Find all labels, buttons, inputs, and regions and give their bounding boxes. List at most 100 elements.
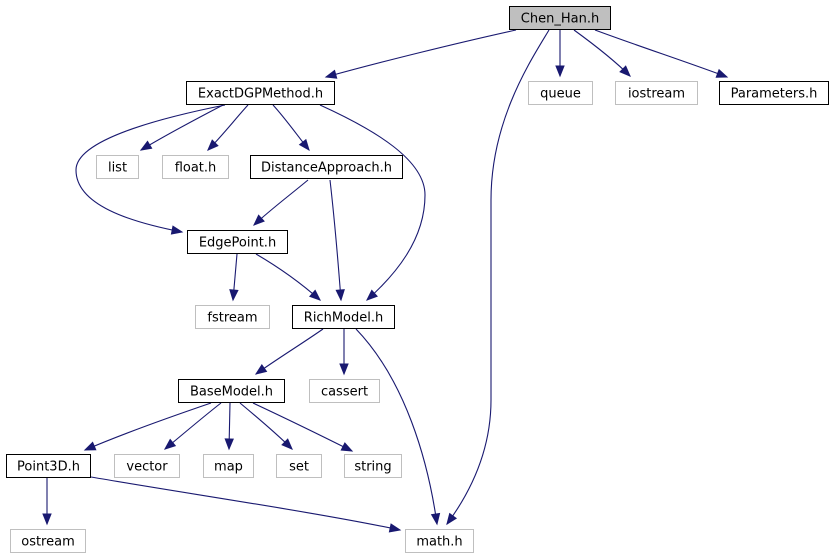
node-box (178, 379, 285, 403)
edge-line (164, 402, 222, 450)
arrowhead-icon (253, 214, 265, 226)
node-box (719, 81, 829, 105)
node-map: map (203, 454, 254, 478)
edge-distance-to-edgepoint (253, 179, 309, 226)
arrowhead-icon (224, 438, 234, 451)
node-box (309, 379, 380, 403)
node-label: string (354, 460, 391, 475)
edge-basemodel-to-map (224, 402, 234, 451)
node-point3d[interactable]: Point3D.h (6, 454, 91, 478)
edge-line (355, 328, 438, 525)
arrowhead-icon (335, 289, 345, 302)
edge-richmodel-to-cassert (339, 329, 349, 376)
edge-line (255, 328, 324, 375)
node-label: float.h (175, 161, 217, 176)
node-list: list (96, 155, 139, 179)
edge-richmodel-to-math (355, 328, 441, 526)
node-box (344, 454, 402, 478)
arrowhead-icon (229, 289, 239, 302)
arrowhead-icon (340, 442, 354, 452)
arrowhead-icon (254, 364, 268, 375)
node-box (615, 81, 698, 105)
edge-line (255, 253, 321, 301)
node-richmodel[interactable]: RichModel.h (292, 305, 395, 329)
edges-layer (42, 29, 729, 533)
edge-edgepoint-to-fstream (229, 253, 239, 302)
node-label: list (108, 161, 127, 176)
node-distance[interactable]: DistanceApproach.h (250, 155, 403, 179)
edge-chen_han-to-iostream (573, 29, 631, 77)
node-box (405, 529, 474, 553)
edge-exactdgp-to-float (207, 104, 249, 151)
arrowhead-icon (308, 289, 322, 301)
edge-line (573, 29, 631, 77)
node-basemodel[interactable]: BaseModel.h (178, 379, 285, 403)
node-label: cassert (321, 385, 368, 400)
edge-line (253, 179, 309, 226)
node-box (528, 81, 593, 105)
edge-line (75, 104, 226, 233)
arrowhead-icon (430, 512, 441, 526)
node-label: RichModel.h (304, 311, 383, 326)
edge-distance-to-richmodel (329, 179, 345, 302)
edge-basemodel-to-vector (163, 402, 222, 450)
edge-line (594, 29, 728, 78)
arrowhead-icon (42, 513, 52, 526)
node-exactdgp[interactable]: ExactDGPMethod.h (186, 81, 335, 105)
edge-chen_han-to-queue (555, 30, 565, 78)
edge-chen_han-to-exactdgp (324, 29, 517, 79)
edge-point3d-to-ostream (42, 478, 52, 526)
node-math: math.h (405, 529, 474, 553)
edge-basemodel-to-string (252, 402, 354, 452)
arrowhead-icon (324, 69, 338, 79)
arrowhead-icon (388, 523, 402, 533)
node-cassert: cassert (309, 379, 380, 403)
node-label: ExactDGPMethod.h (198, 87, 323, 102)
arrowhead-icon (339, 363, 349, 376)
arrowhead-icon (163, 438, 177, 450)
node-label: map (214, 460, 243, 475)
node-box (195, 305, 270, 329)
edge-exactdgp-to-richmodel (319, 104, 426, 301)
arrowhead-icon (298, 138, 310, 152)
node-box (250, 155, 403, 179)
node-edgepoint[interactable]: EdgePoint.h (187, 230, 288, 254)
node-label: ostream (21, 535, 75, 550)
edge-line (252, 402, 353, 452)
node-chen_han[interactable]: Chen_Han.h (509, 6, 611, 30)
node-queue: queue (528, 81, 593, 105)
node-label: set (289, 460, 309, 475)
node-box (509, 6, 611, 30)
node-box (276, 454, 322, 478)
edge-exactdgp-to-edgepoint (75, 104, 226, 235)
arrowhead-icon (281, 438, 293, 450)
node-label: Chen_Han.h (521, 12, 599, 27)
edge-line (329, 179, 342, 301)
node-set: set (276, 454, 322, 478)
node-box (187, 230, 288, 254)
node-float: float.h (162, 155, 229, 179)
node-label: Parameters.h (731, 87, 818, 102)
arrowhead-icon (83, 441, 97, 451)
node-parameters[interactable]: Parameters.h (719, 81, 829, 105)
edge-basemodel-to-point3d (83, 402, 212, 451)
node-box (10, 529, 86, 553)
arrowhead-icon (715, 68, 729, 78)
node-box (292, 305, 395, 329)
edge-point3d-to-math (90, 476, 402, 533)
arrowhead-icon (139, 140, 153, 151)
edge-line (90, 476, 401, 531)
arrowhead-icon (619, 65, 631, 77)
arrowhead-icon (170, 225, 184, 235)
edge-line (446, 29, 550, 525)
arrowhead-icon (365, 289, 378, 301)
edge-richmodel-to-basemodel (254, 328, 324, 375)
edge-line (84, 402, 212, 451)
edge-edgepoint-to-richmodel (255, 253, 322, 301)
edge-exactdgp-to-list (139, 104, 224, 151)
edge-chen_han-to-math (446, 29, 550, 526)
node-label: iostream (628, 87, 685, 102)
node-box (6, 454, 91, 478)
